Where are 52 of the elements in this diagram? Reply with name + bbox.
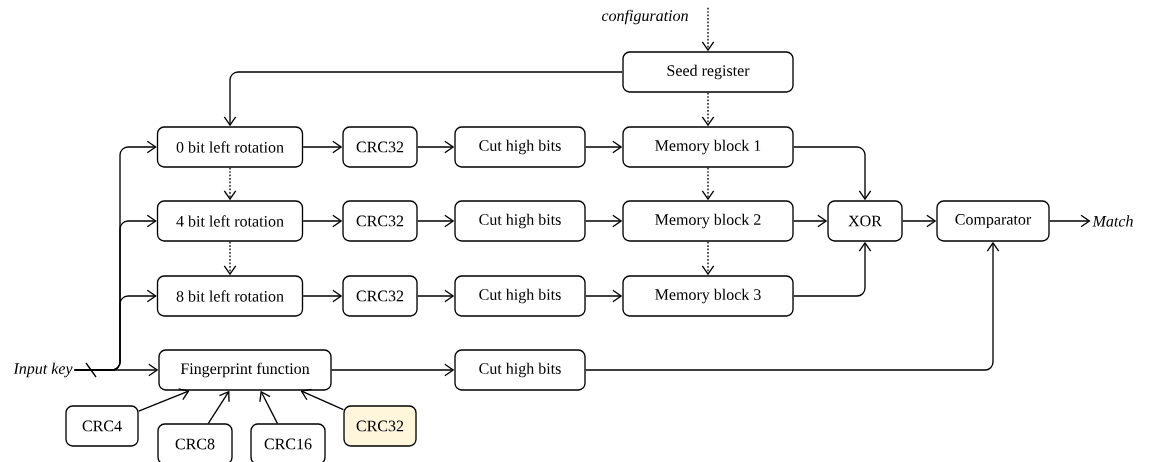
label-text: Match [1092,215,1133,227]
arrow [417,140,455,154]
process-box: Memory block 1 [622,126,794,168]
process-box: Comparator [936,200,1050,242]
arrow [701,7,715,52]
process-box: XOR [827,200,903,242]
arrow [585,140,623,154]
process-box: Seed register [622,51,794,93]
label-text: configuration [601,9,688,25]
process-box: 8 bit left rotation [156,275,304,317]
process-box: CRC4 [65,405,139,447]
process-box: Memory block 3 [622,275,794,317]
process-box: CRC32 [343,405,417,447]
arrow [300,388,344,411]
arrow [207,390,230,424]
process-box: Cut high bits [454,200,586,242]
process-box: CRC16 [250,423,326,462]
arrow [902,214,937,228]
arrow [793,214,828,228]
process-box: Cut high bits [454,349,586,391]
process-box: CRC32 [342,200,418,242]
arrow [302,289,343,303]
arrow [701,92,715,127]
arrow [585,289,623,303]
process-box: CRC32 [342,126,418,168]
arrow [331,363,455,377]
process-box: CRC8 [157,423,233,462]
label-text: Input key [13,362,73,378]
process-box: 4 bit left rotation [156,200,304,242]
arrow [417,214,455,228]
arrow [701,241,715,276]
process-box: Cut high bits [454,275,586,317]
process-box: Memory block 2 [622,200,794,242]
arrow [793,146,872,201]
arrow [1049,214,1091,228]
process-box: CRC32 [342,275,418,317]
arrow [585,241,1000,371]
arrow [138,388,190,412]
arrow [223,71,623,127]
arrow [585,214,623,228]
arrow [223,241,237,276]
process-box: Cut high bits [454,126,586,168]
arrow [223,167,237,201]
process-box: 0 bit left rotation [156,126,304,168]
arrow [302,140,343,154]
arrow [302,214,343,228]
arrow [259,390,279,424]
process-box: Fingerprint function [158,349,332,391]
arrow [701,167,715,201]
arrow [73,363,159,377]
arrow [417,289,455,303]
arrow [793,241,872,297]
